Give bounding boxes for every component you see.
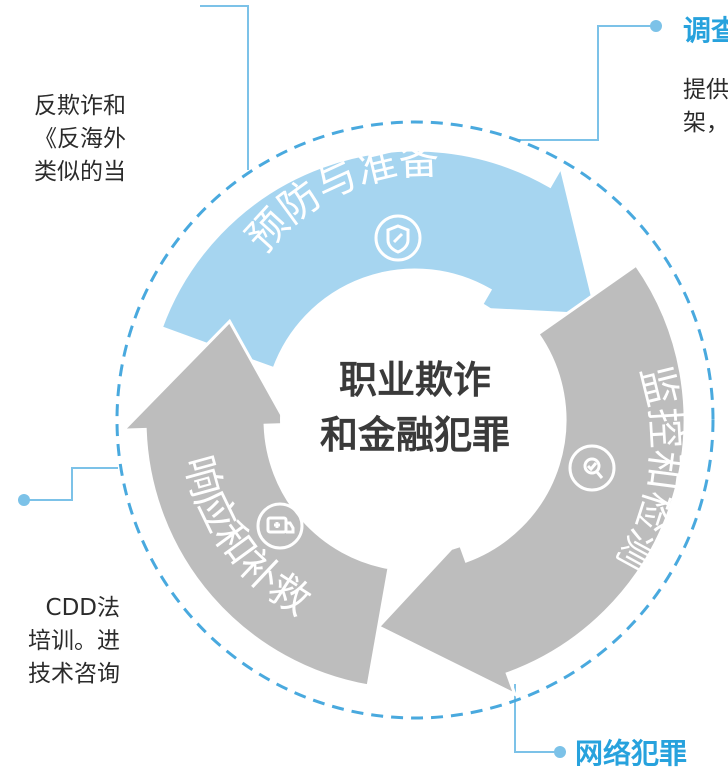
text-top-right-line-1: 提供	[683, 77, 728, 103]
connector-dot-left	[18, 494, 30, 506]
dashed-ring	[115, 120, 715, 720]
connector-dot-top-right	[650, 20, 662, 32]
text-top-left-line-1: 反欺诈和	[34, 93, 126, 119]
arrow-monitoring-detection	[376, 263, 687, 698]
connector-dot-bottom	[554, 746, 566, 758]
connector-top-left	[200, 5, 249, 170]
arrow-response-remediation	[119, 318, 391, 688]
center-circle	[280, 285, 550, 555]
magnifier-check-icon	[568, 444, 616, 492]
text-bottom-left-line-1: CDD法	[45, 595, 120, 621]
center-title-line1: 职业欺诈	[339, 358, 491, 402]
connector-top-right	[518, 25, 652, 141]
heading-investigation: 调查	[683, 14, 728, 47]
ambulance-icon	[256, 502, 304, 550]
arrow-prevention-preparation	[159, 148, 599, 371]
connector-left	[28, 467, 118, 501]
text-top-left-line-2: 《反海外	[34, 126, 126, 152]
text-top-left: 反欺诈和 《反海外 类似的当	[34, 90, 126, 189]
connector-bottom	[514, 684, 556, 753]
text-bottom-left-line-3: 技术咨询	[28, 661, 120, 687]
heading-cyber-crime: 网络犯罪	[575, 737, 687, 770]
text-top-right: 提供 架，	[683, 74, 728, 140]
text-bottom-left-line-2: 培训。进	[28, 628, 120, 654]
shield-icon	[374, 214, 422, 262]
center-title-line2: 和金融犯罪	[320, 413, 510, 457]
text-bottom-left: CDD法 培训。进 技术咨询	[28, 592, 120, 691]
text-top-left-line-3: 类似的当	[34, 159, 126, 185]
text-top-right-line-2: 架，	[683, 110, 728, 136]
